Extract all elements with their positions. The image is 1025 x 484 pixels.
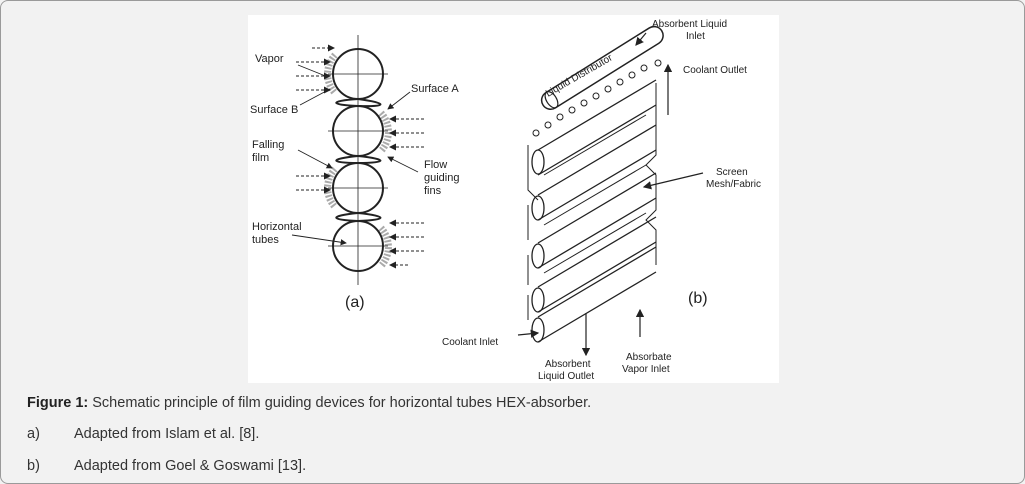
label-surface-b: Surface B [250,104,298,116]
label-fins-2: guiding [424,172,459,184]
figure-image: Vapor Surface A Surface B Falling film F… [248,15,779,383]
label-falling-2: film [252,152,269,164]
label-liquid-outlet-1: Absorbent [545,359,591,370]
label-vapor-inlet-1: Absorbate [626,352,672,363]
label-screen-2: Mesh/Fabric [706,179,761,190]
panel-a-label: (a) [345,294,365,311]
label-tubes-2: tubes [252,234,279,246]
label-inlet-2: Inlet [686,31,705,42]
schematic-diagram: Vapor Surface A Surface B Falling film F… [250,19,761,382]
label-coolant-outlet: Coolant Outlet [683,65,747,76]
figure-caption: Figure 1: Schematic principle of film gu… [27,395,591,411]
note-b: b) Adapted from Goel & Goswami [13]. [27,458,306,474]
label-vapor-inlet-2: Vapor Inlet [622,364,670,375]
panel-b-label: (b) [688,290,708,307]
note-a-label: a) [27,426,40,442]
label-inlet-1: Absorbent Liquid [652,19,727,30]
label-screen-1: Screen [716,167,748,178]
label-fins-3: fins [424,185,442,197]
label-liquid-outlet-2: Liquid Outlet [538,371,594,382]
note-a-text: Adapted from Islam et al. [8]. [74,426,260,442]
panel-a-drawing [291,35,424,285]
panel-b-drawing [517,25,704,357]
label-surface-a: Surface A [411,83,459,95]
note-b-label: b) [27,458,40,474]
label-tubes-1: Horizontal [252,221,302,233]
label-coolant-inlet: Coolant Inlet [442,337,498,348]
note-b-text: Adapted from Goel & Goswami [13]. [74,458,307,474]
label-fins-1: Flow [424,159,447,171]
note-a: a) Adapted from Islam et al. [8]. [27,426,259,442]
label-falling-1: Falling [252,139,284,151]
label-vapor: Vapor [255,53,284,65]
caption-text: Schematic principle of film guiding devi… [92,395,592,411]
caption-prefix: Figure 1: [27,395,89,411]
